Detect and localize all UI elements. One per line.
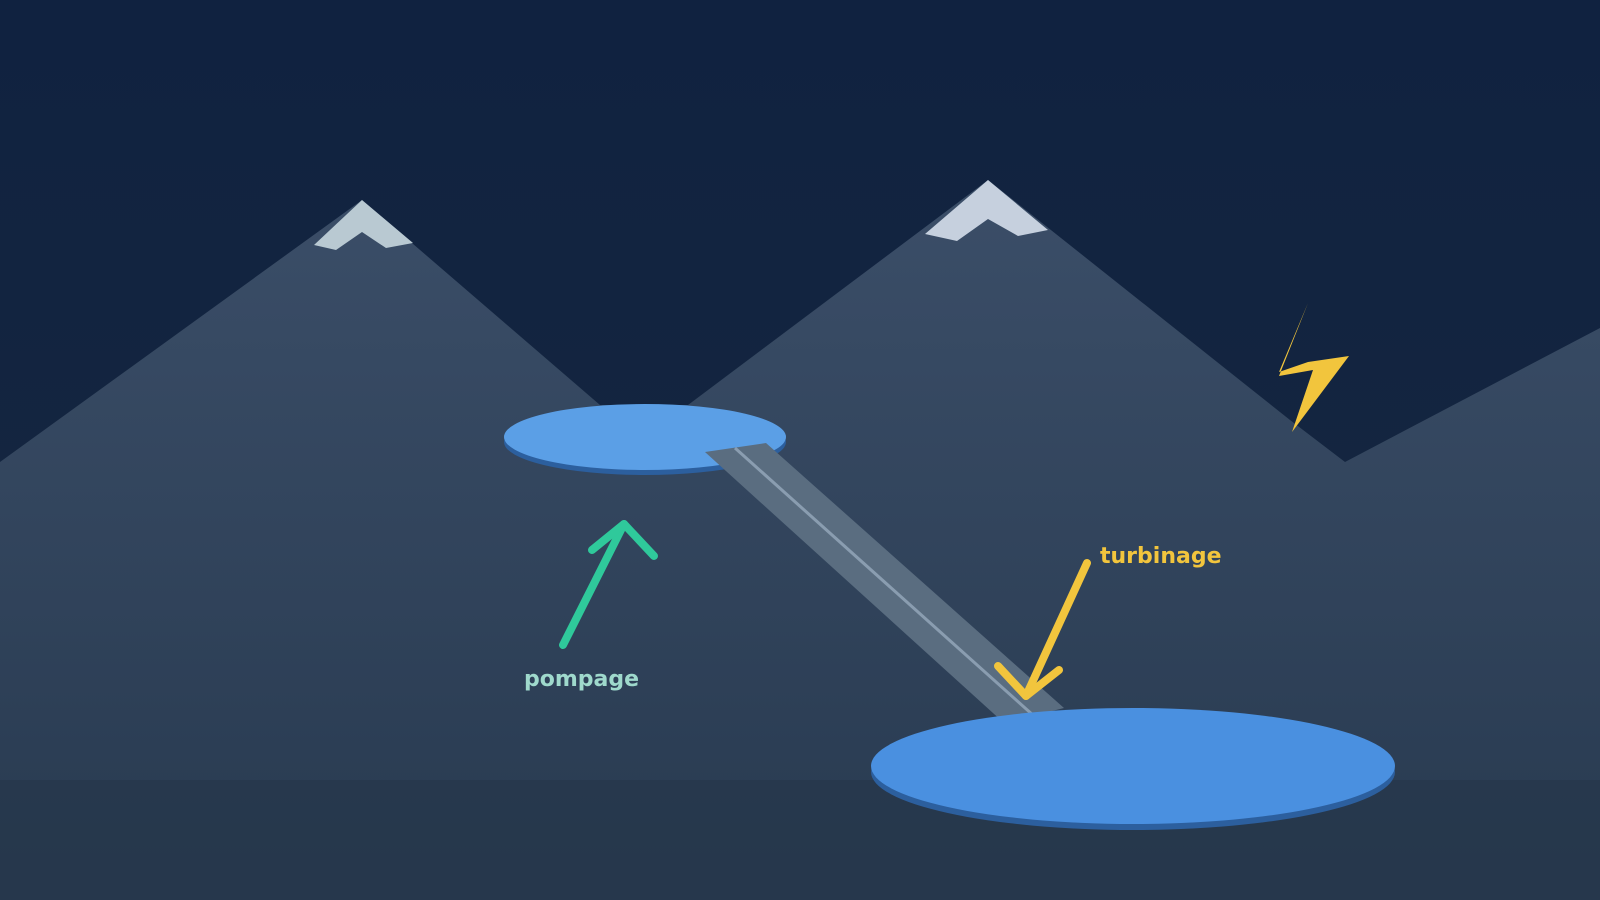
lower-reservoir [871,708,1395,830]
turbine-label: turbinage [1100,544,1222,569]
pumping-label: pompage [524,667,639,692]
snow-cap-right [925,180,1048,241]
pumping-arrow-icon [559,520,658,649]
lightning-bolt-icon [1279,303,1349,432]
turbine-arrow-icon [994,559,1091,700]
snow-cap-left [314,200,413,250]
penstock-pipe [705,443,1064,723]
